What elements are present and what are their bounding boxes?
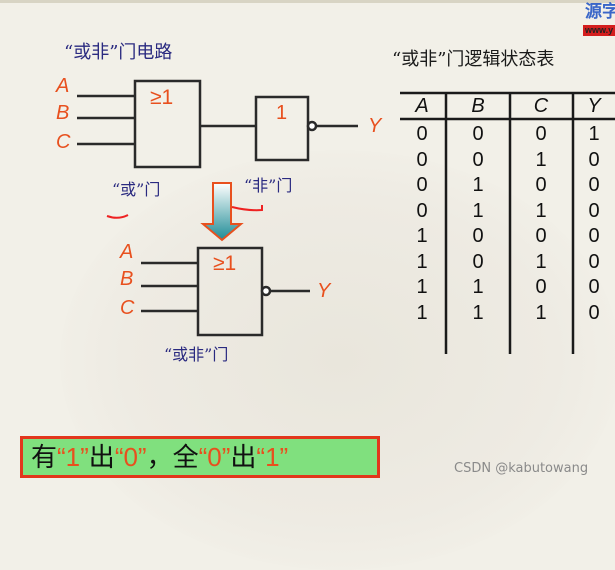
nor-input-label-a: A (120, 241, 134, 263)
table-cell: 0 (588, 148, 600, 171)
table-cell: 0 (472, 225, 484, 247)
table-cell: 0 (535, 174, 547, 196)
table-cell: 0 (588, 301, 600, 324)
summary-text: “1” (57, 442, 89, 472)
table-cell: 0 (416, 199, 428, 222)
table-cell: 1 (535, 250, 547, 273)
table-cell: 0 (535, 276, 547, 298)
table-cell: 1 (472, 301, 484, 324)
summary-text: 出 (88, 443, 115, 473)
summary-box: 有“1”出“0”，全“0”出“1” (20, 436, 380, 478)
table-cell: 1 (588, 123, 600, 145)
annotation-mark (231, 205, 263, 212)
table-cell: 0 (588, 174, 600, 196)
table-cell: 1 (472, 174, 484, 196)
table-cell: 1 (535, 301, 547, 324)
table-cell: 1 (416, 225, 428, 247)
logo-text: 源字 (585, 2, 615, 22)
input-label-b: B (56, 102, 70, 124)
table-header: A (415, 95, 429, 117)
table-cell: 0 (535, 225, 547, 247)
input-label-a: A (56, 75, 70, 97)
table-cell: 0 (588, 225, 600, 247)
input-label-c: C (56, 131, 71, 153)
table-header: C (533, 95, 549, 117)
nor-gate-label: “或非”门 (164, 345, 229, 364)
or-gate-symbol: ≥1 (150, 86, 174, 109)
table-cell: 1 (535, 199, 547, 222)
table-cell: 1 (416, 250, 428, 273)
output-label-y: Y (368, 115, 382, 137)
table-cell: 1 (535, 148, 547, 171)
table-cell: 0 (472, 250, 484, 273)
circuit-title: “或非”门电路 (64, 42, 173, 63)
watermark: CSDN @kabutowang (454, 461, 589, 476)
down-arrow-icon (200, 182, 244, 242)
not-gate-symbol: 1 (276, 102, 288, 124)
nor-inverter-bubble (260, 285, 272, 297)
summary-text: 出 (230, 443, 257, 473)
table-cell: 0 (588, 276, 600, 298)
table-cell: 0 (588, 250, 600, 273)
circuit-diagram (77, 79, 615, 354)
table-cell: 0 (416, 148, 428, 171)
summary-text: “0” (198, 442, 231, 472)
summary-text: “1” (256, 442, 289, 472)
annotation-mark (106, 214, 129, 219)
table-cell: 0 (535, 123, 547, 145)
nor-input-label-b: B (120, 268, 134, 290)
or-gate-box (133, 79, 202, 169)
truth-table-title: “或非”门逻辑状态表 (392, 49, 555, 70)
table-header: Y (587, 95, 601, 117)
summary-text: 有 (31, 443, 58, 473)
table-cell: 1 (416, 276, 428, 298)
table-cell: 0 (588, 199, 600, 222)
nor-output-label-y: Y (317, 280, 331, 302)
or-gate-label: “或”门 (112, 180, 161, 199)
table-cell: 0 (416, 174, 428, 196)
table-cell: 0 (416, 123, 428, 145)
logo-url: www.y (583, 25, 615, 36)
not-gate-label: “非”门 (244, 176, 293, 195)
table-cell: 0 (472, 148, 484, 171)
table-cell: 1 (472, 199, 484, 222)
nor-input-label-c: C (120, 297, 135, 319)
inverter-bubble (306, 120, 318, 132)
logo: 源字 www.y (583, 2, 615, 38)
nor-gate-symbol: ≥1 (213, 252, 237, 275)
table-cell: 1 (416, 301, 428, 324)
table-cell: 0 (472, 123, 484, 145)
summary-text: “0” (114, 442, 147, 472)
top-border (0, 0, 615, 3)
table-cell: 1 (472, 276, 484, 298)
summary-text: ，全 (146, 443, 199, 473)
table-header: B (471, 95, 485, 117)
